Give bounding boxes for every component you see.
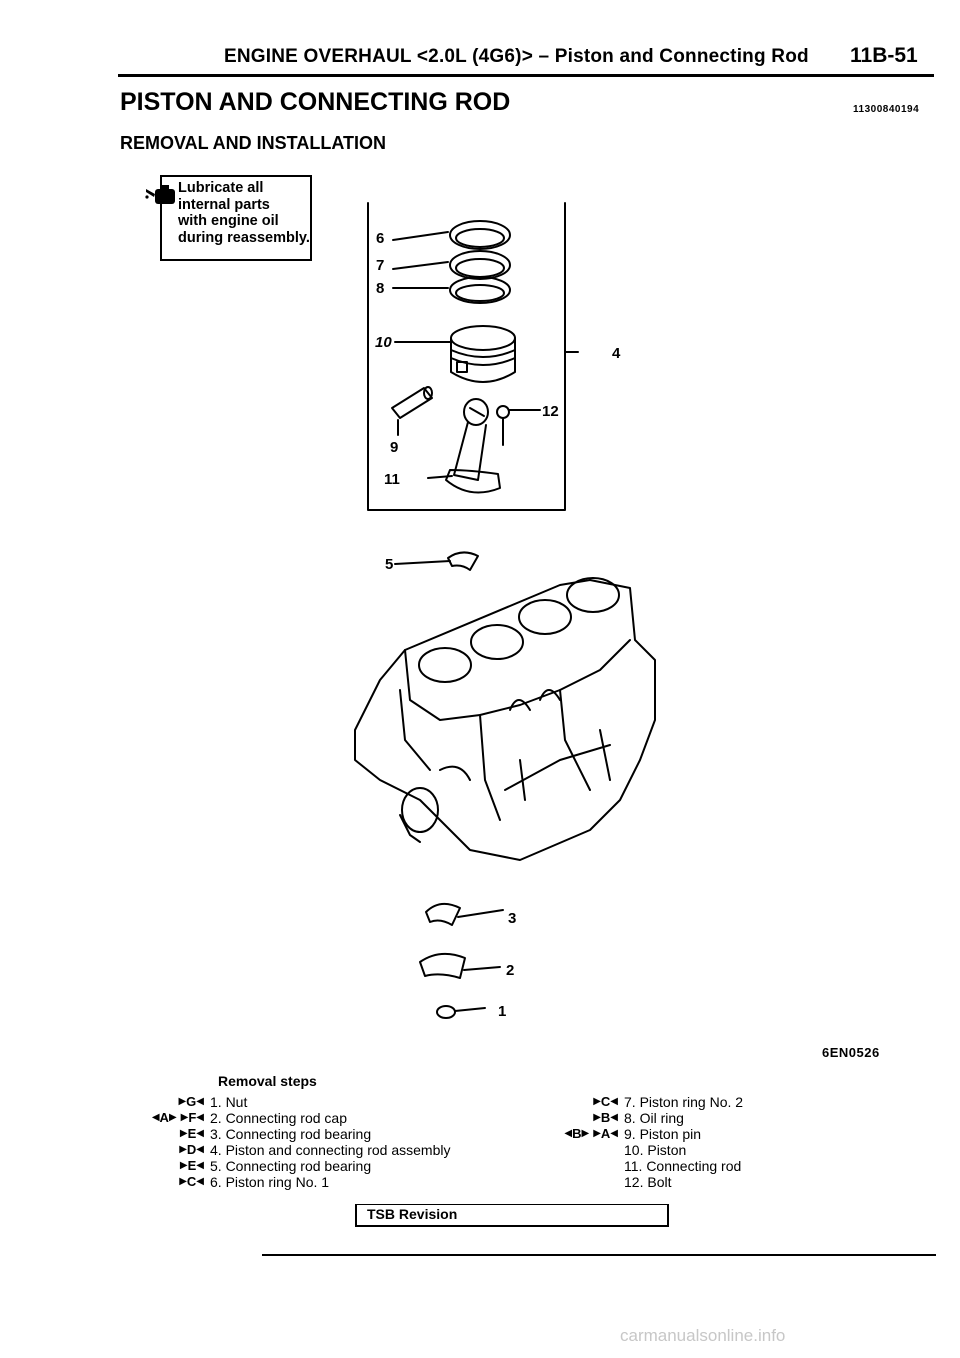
connecting-rod-bolt xyxy=(496,405,541,446)
step-text: 8. Oil ring xyxy=(624,1110,684,1126)
procedure-mark-b: ◀B▶ xyxy=(564,1126,590,1141)
watermark: carmanualsonline.info xyxy=(620,1326,786,1345)
procedure-marks: ▶C◀ xyxy=(508,1094,618,1110)
procedure-mark-a: ◀A▶ xyxy=(151,1110,177,1125)
step-text: 7. Piston ring No. 2 xyxy=(624,1094,744,1110)
note-line: with engine oil xyxy=(178,213,279,229)
procedure-mark-e: ▶E◀ xyxy=(179,1126,204,1141)
piston-ring-no1 xyxy=(449,220,511,250)
procedure-mark-b: ▶B◀ xyxy=(593,1110,618,1125)
callout-3: 3 xyxy=(508,910,516,927)
callout-10: 10 xyxy=(375,334,392,351)
piston-ring-no2 xyxy=(449,250,511,280)
procedure-mark-g: ▶G◀ xyxy=(178,1094,204,1109)
tsb-revision-box: TSB Revision xyxy=(355,1204,669,1227)
step-text: 10. Piston xyxy=(624,1142,687,1158)
connecting-rod xyxy=(445,398,501,494)
procedure-marks: ▶G◀ xyxy=(100,1094,204,1110)
callout-1: 1 xyxy=(498,1003,506,1020)
removal-steps-right: ▶C◀7. Piston ring No. 2▶B◀8. Oil ring◀B▶… xyxy=(508,1094,798,1190)
tsb-revision-label: TSB Revision xyxy=(367,1206,458,1222)
removal-step-right-1: ▶C◀ 7. Piston ring No. 2 xyxy=(508,1094,798,1110)
oil-ring xyxy=(449,276,511,304)
header-title: ENGINE OVERHAUL <2.0L (4G6)> – Piston an… xyxy=(224,46,809,67)
callout-7: 7 xyxy=(376,257,384,274)
procedure-marks: ◀A▶▶F◀ xyxy=(100,1110,204,1126)
step-text: 9. Piston pin xyxy=(624,1126,702,1142)
callout-2: 2 xyxy=(506,962,514,979)
procedure-marks: ▶B◀ xyxy=(508,1110,618,1126)
callout-5: 5 xyxy=(385,556,393,573)
piston-rod-exploded-diagram: 6 7 8 10 4 12 9 11 5 3 2 1 xyxy=(354,202,656,1020)
callout-8: 8 xyxy=(376,280,384,297)
removal-steps-heading: Removal steps xyxy=(218,1073,317,1089)
removal-step-right-6: 12. Bolt xyxy=(508,1174,798,1190)
procedure-marks: ▶E◀ xyxy=(100,1158,204,1174)
removal-step-left-1: ▶G◀ 1. Nut xyxy=(100,1094,480,1110)
procedure-marks: ◀B▶▶A◀ xyxy=(508,1126,618,1142)
engine-block xyxy=(354,577,656,861)
step-text: 6. Piston ring No. 1 xyxy=(210,1174,330,1190)
step-text: 11. Connecting rod xyxy=(624,1158,742,1174)
step-text: 4. Piston and connecting rod assembly xyxy=(210,1142,451,1158)
removal-steps-left: ▶G◀ 1. Nut ◀A▶▶F◀ 2. Connecting rod cap ▶E◀ 3… xyxy=(100,1094,480,1190)
document-code: 11300840194 xyxy=(853,104,920,115)
removal-step-left-6: ▶C◀ 6. Piston ring No. 1 xyxy=(100,1174,480,1190)
lubrication-note-text: Lubricate all internal parts with engine… xyxy=(178,180,310,246)
removal-step-right-5: 11. Connecting rod xyxy=(508,1158,798,1174)
step-text: 1. Nut xyxy=(210,1094,248,1110)
step-text: 12. Bolt xyxy=(624,1174,672,1190)
callout-12: 12 xyxy=(542,403,559,420)
callout-9: 9 xyxy=(390,439,398,456)
header-rule xyxy=(118,74,934,77)
note-line: internal parts xyxy=(178,196,270,213)
section-title: REMOVAL AND INSTALLATION xyxy=(120,133,386,153)
removal-step-left-2: ◀A▶▶F◀ 2. Connecting rod cap xyxy=(100,1110,480,1126)
main-title: PISTON AND CONNECTING ROD xyxy=(120,88,511,116)
procedure-marks: ▶C◀ xyxy=(100,1174,204,1190)
piston xyxy=(450,325,516,383)
removal-step-right-4: 10. Piston xyxy=(508,1142,798,1158)
callout-6: 6 xyxy=(376,230,384,247)
callout-11: 11 xyxy=(384,471,400,488)
procedure-mark-a: ▶A◀ xyxy=(593,1126,618,1141)
callout-4: 4 xyxy=(612,345,621,362)
removal-step-right-2: ▶B◀ 8. Oil ring xyxy=(508,1110,798,1126)
step-text: 3. Connecting rod bearing xyxy=(210,1126,372,1142)
procedure-marks: ▶E◀ xyxy=(100,1126,204,1142)
step-text: 5. Connecting rod bearing xyxy=(210,1158,372,1174)
procedure-marks: ▶D◀ xyxy=(100,1142,204,1158)
piston-pin xyxy=(391,386,433,419)
note-line: Lubricate all xyxy=(178,180,264,196)
procedure-mark-c: ▶C◀ xyxy=(593,1094,618,1109)
procedure-mark-c: ▶C◀ xyxy=(179,1174,204,1189)
step-text: 2. Connecting rod cap xyxy=(210,1110,347,1126)
removal-step-left-3: ▶E◀ 3. Connecting rod bearing xyxy=(100,1126,480,1142)
procedure-mark-e: ▶E◀ xyxy=(179,1158,204,1173)
removal-step-right-3: ◀B▶▶A◀ 9. Piston pin xyxy=(508,1126,798,1142)
page-number: 11B-51 xyxy=(850,44,918,67)
oil-can-icon xyxy=(145,185,175,204)
procedure-mark-f: ▶F◀ xyxy=(180,1110,204,1125)
procedure-mark-d: ▶D◀ xyxy=(179,1142,204,1157)
bottom-rule xyxy=(262,1254,936,1256)
removal-step-left-5: ▶E◀ 5. Connecting rod bearing xyxy=(100,1158,480,1174)
figure-code: 6EN0526 xyxy=(822,1045,880,1060)
note-line: during reassembly. xyxy=(178,229,310,246)
removal-step-left-4: ▶D◀ 4. Piston and connecting rod assembly xyxy=(100,1142,480,1158)
lubrication-note-box: Lubricate all internal parts with engine… xyxy=(160,175,312,261)
